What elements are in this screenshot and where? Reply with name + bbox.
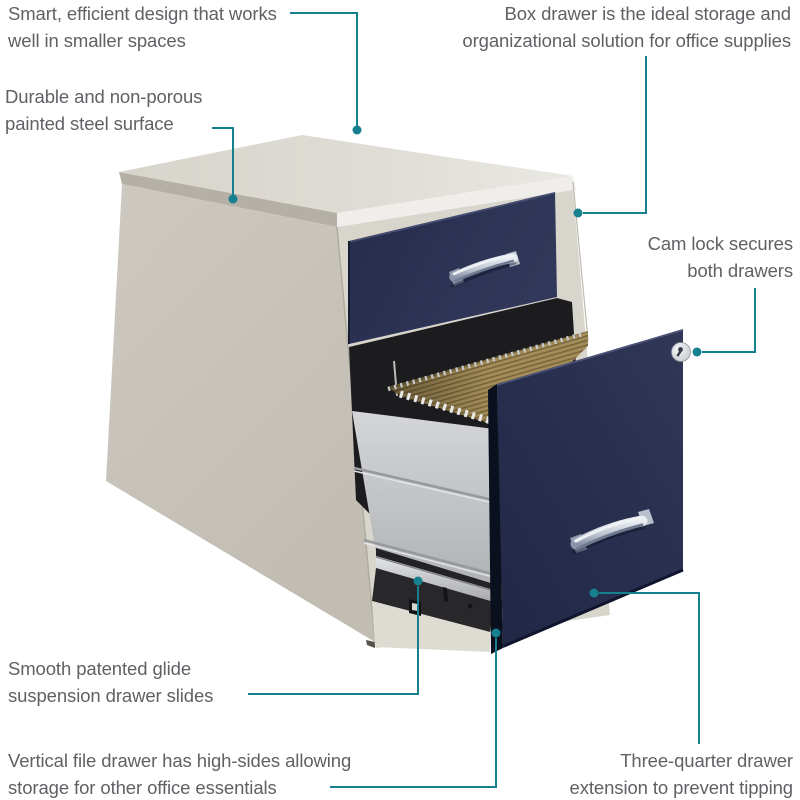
under-wall-shadow <box>376 548 494 592</box>
dot-durable <box>228 194 238 204</box>
callout-glide-slides: Smooth patented glide suspension drawer … <box>8 655 213 709</box>
box-drawer-top-highlight <box>348 192 556 243</box>
file-drawer-bottom-shadow <box>503 568 684 648</box>
cam-lock <box>671 342 691 362</box>
cabinet-top-lip-front <box>337 176 576 227</box>
callout-durable-surface: Durable and non-porous painted steel sur… <box>5 83 202 137</box>
dot-smart <box>352 125 362 135</box>
callout-text-line: both drawers <box>687 260 793 281</box>
side-wall-groove <box>353 466 494 502</box>
callout-leaders <box>212 12 756 788</box>
box-drawer-handle <box>449 251 520 288</box>
file-drawer-handle <box>570 509 654 554</box>
leader-box <box>583 56 647 214</box>
callout-smart-design: Smart, efficient design that works well … <box>8 0 277 54</box>
file-drawer-body <box>352 411 495 652</box>
dot-cam <box>692 347 702 357</box>
leader-vertical <box>330 638 497 788</box>
leader-durable <box>212 127 234 195</box>
side-wall-groove <box>363 538 494 576</box>
side-wall-groove-highlight <box>363 542 494 578</box>
leader-cam <box>702 288 756 353</box>
dot-vertical <box>491 628 501 638</box>
cabinet-left-side <box>106 184 375 642</box>
callout-text-line: extension to prevent tipping <box>569 777 794 798</box>
leader-glide <box>248 586 419 695</box>
callout-text-line: storage for other office essentials <box>8 777 277 798</box>
front-right-edge <box>572 181 589 341</box>
file-drawer-edge <box>488 384 503 654</box>
slide-stop-clip-notch <box>412 603 418 611</box>
callout-text-line: painted steel surface <box>5 113 174 134</box>
cabinet-top-lip-left <box>119 172 337 227</box>
callout-text-line: Smooth patented glide <box>8 658 192 679</box>
callout-text-line: Smart, efficient design that works <box>8 3 277 24</box>
callout-text-line: Cam lock secures <box>647 233 794 254</box>
callout-text-line: well in smaller spaces <box>8 30 186 51</box>
file-rail-ticks-top <box>387 331 584 392</box>
leader-three <box>599 592 700 744</box>
dot-glide <box>413 576 423 586</box>
rail-latch <box>443 587 448 602</box>
callout-cam-lock: Cam lock secures both drawers <box>647 230 794 284</box>
callout-vertical-file-drawer: Vertical file drawer has high-sides allo… <box>8 747 351 800</box>
callout-box-drawer: Box drawer is the ideal storage and orga… <box>462 0 791 54</box>
callout-dots <box>228 125 702 638</box>
file-drawer-top-highlight <box>496 329 684 386</box>
callout-text-line: suspension drawer slides <box>8 685 214 706</box>
file-drawer <box>488 329 691 654</box>
dot-box <box>573 208 583 218</box>
dot-three <box>589 588 599 598</box>
glide-rail <box>376 556 494 604</box>
rail-screw <box>467 603 473 609</box>
file-rail-ticks-side <box>399 390 506 429</box>
under-drawer-shadow <box>372 568 494 632</box>
callout-three-quarter-extension: Three-quarter drawer extension to preven… <box>569 747 794 800</box>
glide-rail-edge <box>375 556 495 592</box>
side-wall-groove-highlight <box>353 470 494 504</box>
callout-text-line: Durable and non-porous <box>5 86 203 107</box>
callout-text-line: organizational solution for office suppl… <box>462 30 791 51</box>
leader-smart <box>290 12 358 126</box>
file-drawer-front <box>497 329 683 648</box>
callout-text-line: Vertical file drawer has high-sides allo… <box>8 750 352 771</box>
callout-text-line: Three-quarter drawer <box>620 750 793 771</box>
cabinet-base <box>372 601 490 652</box>
hanging-files <box>387 331 588 429</box>
box-drawer <box>348 192 557 344</box>
cabinet-foot <box>366 640 375 648</box>
callout-text-line: Box drawer is the ideal storage and <box>504 3 791 24</box>
